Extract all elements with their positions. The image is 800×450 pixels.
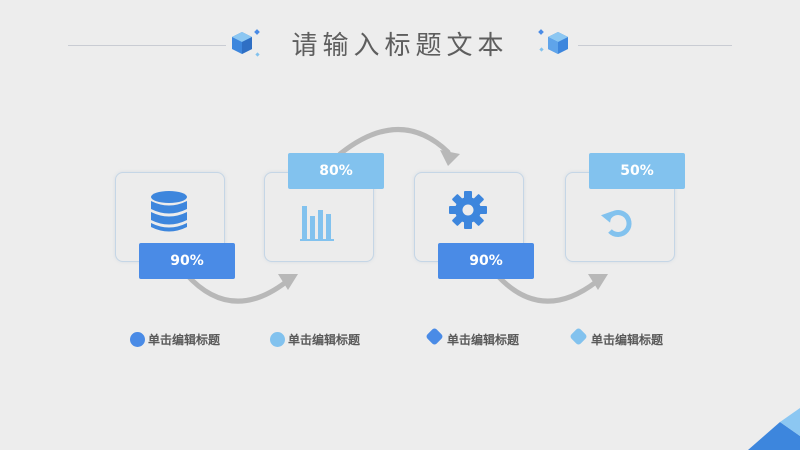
title-line-right	[578, 45, 732, 46]
legend-label-3[interactable]: 单击编辑标题	[447, 333, 520, 347]
legend-label-2[interactable]: 单击编辑标题	[288, 333, 361, 347]
title-line-left	[68, 45, 226, 46]
legend-dot-4	[569, 327, 588, 346]
corner-triangle-decoration	[748, 408, 800, 450]
step-1-percentage-badge: 90%	[139, 243, 235, 279]
legend-dot-2	[270, 332, 285, 347]
legend-dot-3	[425, 327, 444, 346]
cube-left-icon	[232, 29, 260, 57]
arrow-1-to-2	[183, 271, 298, 304]
arrow-2-to-3	[337, 127, 460, 166]
legend-label-4[interactable]: 单击编辑标题	[591, 333, 664, 347]
bar-chart-icon	[300, 206, 334, 241]
database-icon	[151, 191, 187, 232]
arrow-3-to-4	[493, 271, 608, 304]
legend-label-1[interactable]: 单击编辑标题	[148, 333, 221, 347]
gear-icon	[449, 191, 487, 229]
step-4-percentage-badge: 50%	[589, 153, 685, 189]
legend-dot-1	[130, 332, 145, 347]
step-2-percentage-badge: 80%	[288, 153, 384, 189]
page-title[interactable]: 请输入标题文本	[291, 31, 509, 61]
refresh-icon	[600, 210, 632, 237]
step-3-percentage-badge: 90%	[438, 243, 534, 279]
cube-right-icon	[538, 29, 568, 54]
